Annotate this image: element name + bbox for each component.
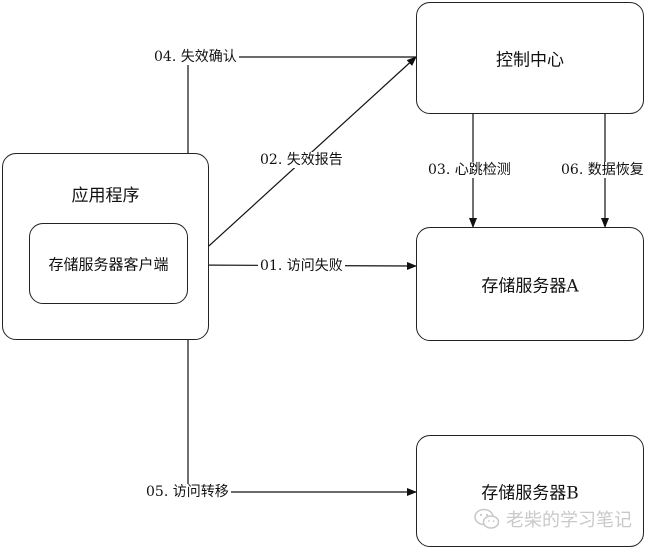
edge-03-label: 03. 心跳检测 (426, 162, 513, 178)
client-node: 存储服务器客户端 (29, 223, 188, 304)
edge-05-label: 05. 访问转移 (144, 484, 231, 500)
wechat-icon (474, 508, 500, 529)
client-label: 存储服务器客户端 (48, 255, 169, 273)
server-b-label: 存储服务器B (481, 483, 579, 504)
app-label: 应用程序 (71, 186, 140, 206)
edge-06-label: 06. 数据恢复 (559, 162, 646, 178)
watermark: 老柴的学习笔记 (474, 506, 632, 532)
server-a-label: 存储服务器A (481, 276, 579, 297)
watermark-text: 老柴的学习笔记 (506, 510, 632, 531)
server-b-node: 存储服务器B (416, 435, 644, 547)
control-center-node: 控制中心 (416, 2, 644, 114)
edge-04-label: 04. 失效确认 (152, 49, 239, 65)
edge-05-line (187, 265, 417, 496)
edge-02-label: 02. 失效报告 (258, 152, 345, 168)
edge-01-label: 01. 访问失败 (258, 258, 345, 274)
server-a-node: 存储服务器A (416, 227, 644, 341)
control-center-label: 控制中心 (496, 50, 564, 71)
